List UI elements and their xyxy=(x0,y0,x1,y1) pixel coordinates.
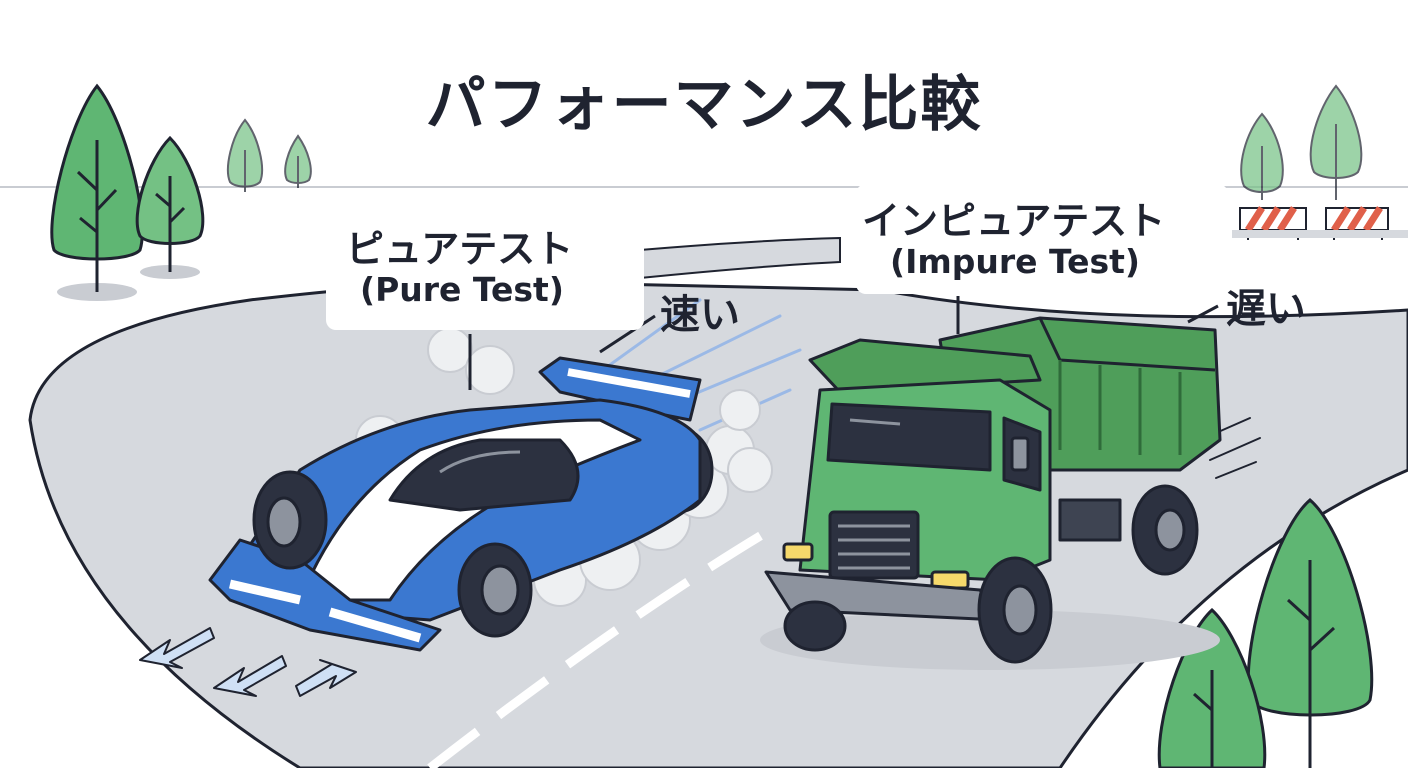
tree-bottom-right-back xyxy=(1246,498,1374,768)
far-road xyxy=(639,236,841,280)
pure-test-label-en: (Pure Test) xyxy=(360,270,564,309)
impure-test-label-en: (Impure Test) xyxy=(890,242,1141,281)
tree-far-right-2 xyxy=(1309,84,1363,200)
tree-left-medium xyxy=(135,135,205,279)
fast-pointer-line xyxy=(599,314,656,354)
dump-truck xyxy=(760,316,1222,670)
impure-label-box xyxy=(856,184,1228,294)
slow-label: 遅い xyxy=(1226,286,1306,332)
race-car xyxy=(208,356,714,652)
slow-pointer-line xyxy=(1187,304,1219,324)
barrier-rail xyxy=(1232,230,1408,238)
page-title: パフォーマンス比較 xyxy=(425,70,983,140)
tree-far-left-2 xyxy=(284,134,312,188)
impure-test-label: インピュアテスト xyxy=(862,199,1166,243)
pure-label-box xyxy=(326,212,644,330)
tree-far-right-1 xyxy=(1240,112,1284,200)
tree-left-large xyxy=(50,83,144,301)
fast-label: 速い xyxy=(660,292,740,338)
lane-line xyxy=(427,526,773,768)
tree-far-left-1 xyxy=(226,118,264,192)
pure-test-label: ピュアテスト xyxy=(346,227,574,271)
track-arrows xyxy=(139,627,357,697)
